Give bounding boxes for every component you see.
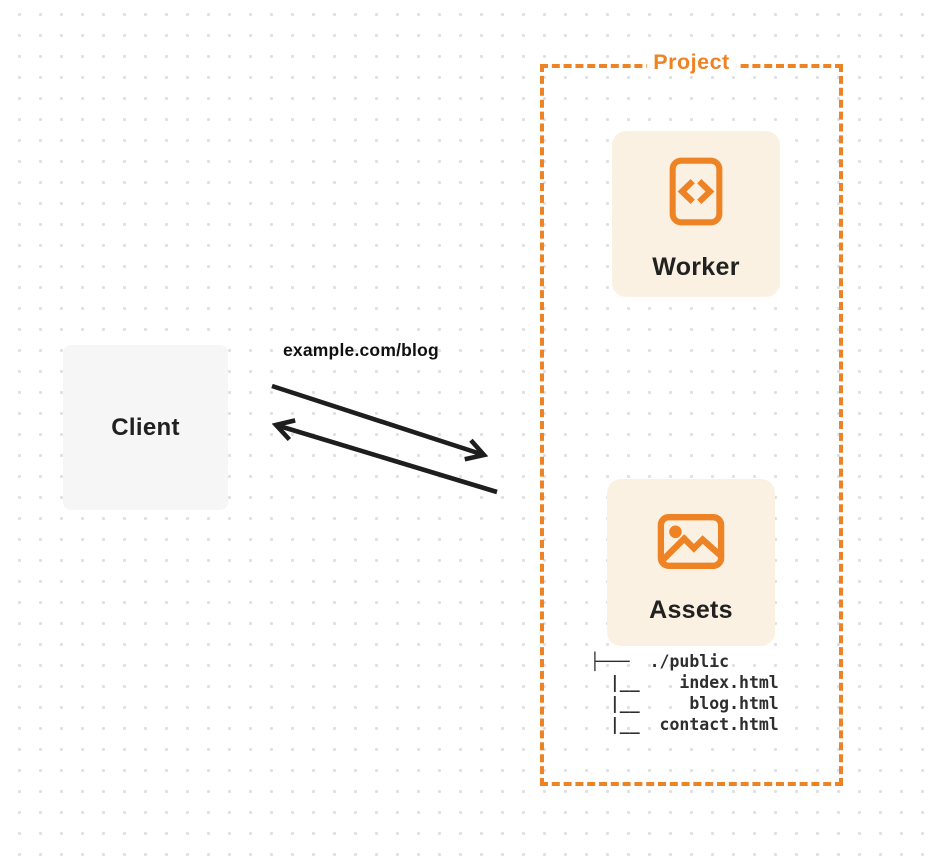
response-arrow xyxy=(276,425,498,495)
assets-label: Assets xyxy=(649,596,733,624)
file-tree: ├─── ./public |__ index.html |__ blog.ht… xyxy=(590,652,779,734)
client-label: Client xyxy=(111,413,180,441)
client-node: Client xyxy=(63,345,228,510)
request-arrow xyxy=(271,383,484,455)
project-group: Project Worker Assets xyxy=(540,50,843,786)
request-url-label: example.com/blog xyxy=(283,340,439,360)
code-document-icon xyxy=(669,157,723,226)
project-label: Project xyxy=(646,50,737,75)
worker-node: Worker xyxy=(612,131,780,297)
image-icon xyxy=(657,514,725,569)
worker-label: Worker xyxy=(652,253,740,281)
assets-node: Assets xyxy=(607,479,775,646)
